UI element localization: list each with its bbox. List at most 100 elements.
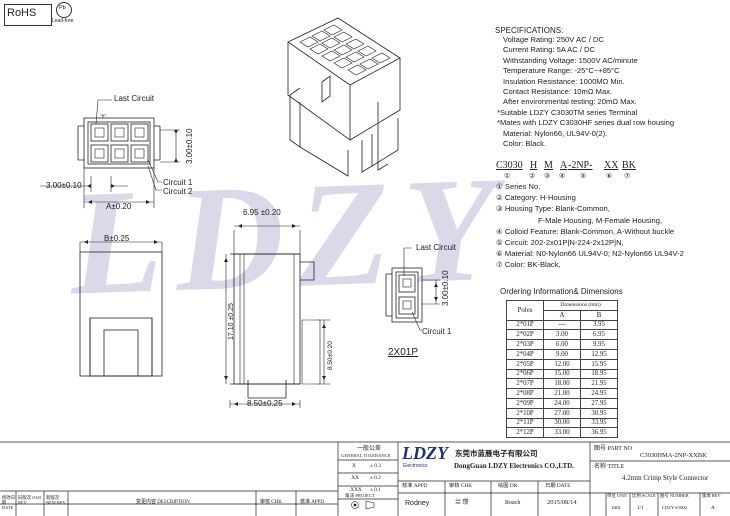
rev-chk-label: 审核 CHK [260, 500, 282, 505]
side-view [225, 225, 330, 408]
part-code-type: M [544, 160, 553, 171]
ordering-cell-a: 9.00 [543, 348, 581, 360]
ordering-cell-poles: 2*08P [506, 388, 544, 399]
legend-line: ② Category: H-Housing [496, 193, 576, 203]
col-b: B [580, 309, 618, 321]
number-value: LDZY-S1002 [662, 505, 688, 510]
ordering-cell-poles: 2*05P [506, 358, 544, 370]
ordering-cell-a: 12.00 [543, 358, 581, 370]
legend-line: ③ Housing Type: Blank-Common, [496, 204, 610, 214]
dim-695: 6.95 ±0.20 [243, 208, 281, 217]
spec-line: Contact Resistance: 10mΩ Max. [503, 87, 613, 97]
dim-1710: 17.10 ±0.25 [228, 303, 235, 340]
old-rev-label: 旧版次 OLD REV [18, 495, 42, 505]
ordering-cell-a: 3.00 [543, 329, 581, 341]
small-label-circuit-1: Circuit 1 [422, 327, 452, 336]
dim-850-horizontal: 8.50±0.25 [247, 399, 283, 408]
ordering-cell-a: 6.00 [543, 339, 581, 350]
logo-subtext: Electronics [403, 463, 428, 469]
part-code-material: XX [604, 160, 619, 171]
lead-free-symbol: Pb [59, 5, 66, 11]
ordering-cell-b: 30.95 [580, 407, 618, 419]
checked-by: 兰 瓒 [455, 500, 469, 506]
dim-a: A±0.20 [106, 202, 132, 211]
ordering-cell-poles: 2*10P [506, 407, 544, 419]
ordering-cell-poles: 2*01P [506, 319, 544, 331]
tolerance-title: 一般公差 [357, 446, 382, 452]
spec-line: *Mates with LDZY C3030HF series dual row… [497, 118, 675, 128]
ordering-cell-poles: 2*03P [506, 339, 544, 350]
rev-label: 版本 REV [702, 493, 721, 498]
title-label: 名称 TITLE [594, 464, 625, 470]
spec-line: After environmental testing: 20mΩ Max. [503, 97, 637, 107]
date-value: 2015/08/14 [547, 499, 577, 506]
spec-line: Voltage Rating: 250V AC / DC [503, 35, 604, 44]
legend-line: F-Male Housing, M-Female Housing, [538, 215, 663, 225]
unit-label: 单位 UNIT [607, 493, 628, 498]
tol-xx-val: ± 0.2 [370, 475, 381, 481]
ordering-cell-b: 6.95 [580, 329, 618, 341]
legend-line: ⑦ Color: BK-Black, [496, 260, 561, 270]
rev-date-label: 修改日期 DATE [2, 495, 16, 510]
ldzy-logo [400, 444, 440, 466]
part-no: C3030HMA-2NP-XXBK [640, 452, 707, 459]
company-en: DongGuan LDZY Electronics CO.,LTD. [454, 462, 574, 470]
front-view [40, 99, 180, 208]
approved-by: Roach [505, 500, 521, 506]
scale-label: 比例 SCALE [632, 493, 656, 498]
ordering-cell-poles: 2*06P [506, 368, 544, 380]
ordering-cell-a: 33.00 [543, 427, 581, 439]
spec-line: Material: Nylon66, UL94V-0(2). [503, 128, 608, 138]
part-code-color: BK [622, 160, 636, 171]
dim-300-vertical: 3.00±0.10 [185, 128, 194, 164]
marker: ⑥ [606, 172, 613, 180]
ordering-cell-poles: 2*12P [506, 427, 544, 439]
col-dimensions: Dimensions (mm) [543, 300, 618, 311]
ordering-cell-poles: 2*09P [506, 397, 544, 409]
spec-line: Withstanding Voltage: 1500V AC/minute [503, 55, 638, 65]
scale-value: 1/1 [637, 505, 644, 511]
unit-value: mm [612, 505, 621, 511]
marker: ① [504, 172, 511, 180]
ordering-cell-a: --- [543, 319, 581, 331]
bottom-view [79, 241, 163, 377]
dim-b: B±0.25 [104, 234, 130, 243]
title-value: 4.2mm Crimp Style Connector [622, 474, 709, 482]
ordering-cell-poles: 2*07P [506, 378, 544, 390]
projection-label: 角法 PROJECT [345, 493, 375, 498]
ordering-cell-a: 15.00 [543, 368, 581, 380]
specs-title: SPECIFICATIONS: [495, 26, 564, 35]
ordering-cell-poles: 2*02P [506, 329, 544, 341]
ordering-cell-a: 27.00 [543, 407, 581, 419]
tolerance-sub: GENERAL TOLERANCE [341, 453, 391, 458]
title-block-frame [0, 441, 730, 516]
company-cn: 东莞市蓝雁电子有限公司 [455, 449, 538, 458]
part-code-colloid: A [560, 160, 568, 171]
marker: ③ [544, 172, 551, 180]
rohs-label: RoHS [7, 7, 37, 19]
ordering-cell-a: 21.00 [543, 388, 581, 399]
ordering-row: 2*01P---3.95 [506, 319, 618, 331]
change-desc-label: 变更内容 DESCRIPTION [136, 500, 190, 505]
ordering-cell-b: 36.95 [580, 427, 618, 439]
ordering-cell-a: 30.00 [543, 417, 581, 429]
part-code-circuit: -2NP- [568, 160, 593, 171]
small-2x01p-view [385, 247, 440, 331]
part-code-series: C3030 [496, 160, 523, 171]
legend-line: ⑥ Material: N0-Nylon66 UL94V-0; N2-Nylon… [496, 249, 684, 259]
spec-line: Insulation Resistance: 1000MΩ Min. [503, 76, 625, 86]
checked-label: 审核 CHK [449, 483, 473, 489]
small-view-title: 2X01P [388, 347, 419, 358]
number-label: 图号 NUMBER [660, 493, 689, 498]
ordering-cell-b: 21.95 [580, 378, 618, 390]
label-last-circuit: Last Circuit [114, 94, 155, 103]
new-rev-label: 新版次 NEW REV [46, 495, 66, 505]
marker: ② [529, 172, 536, 180]
ordering-cell-b: 3.95 [580, 319, 618, 331]
